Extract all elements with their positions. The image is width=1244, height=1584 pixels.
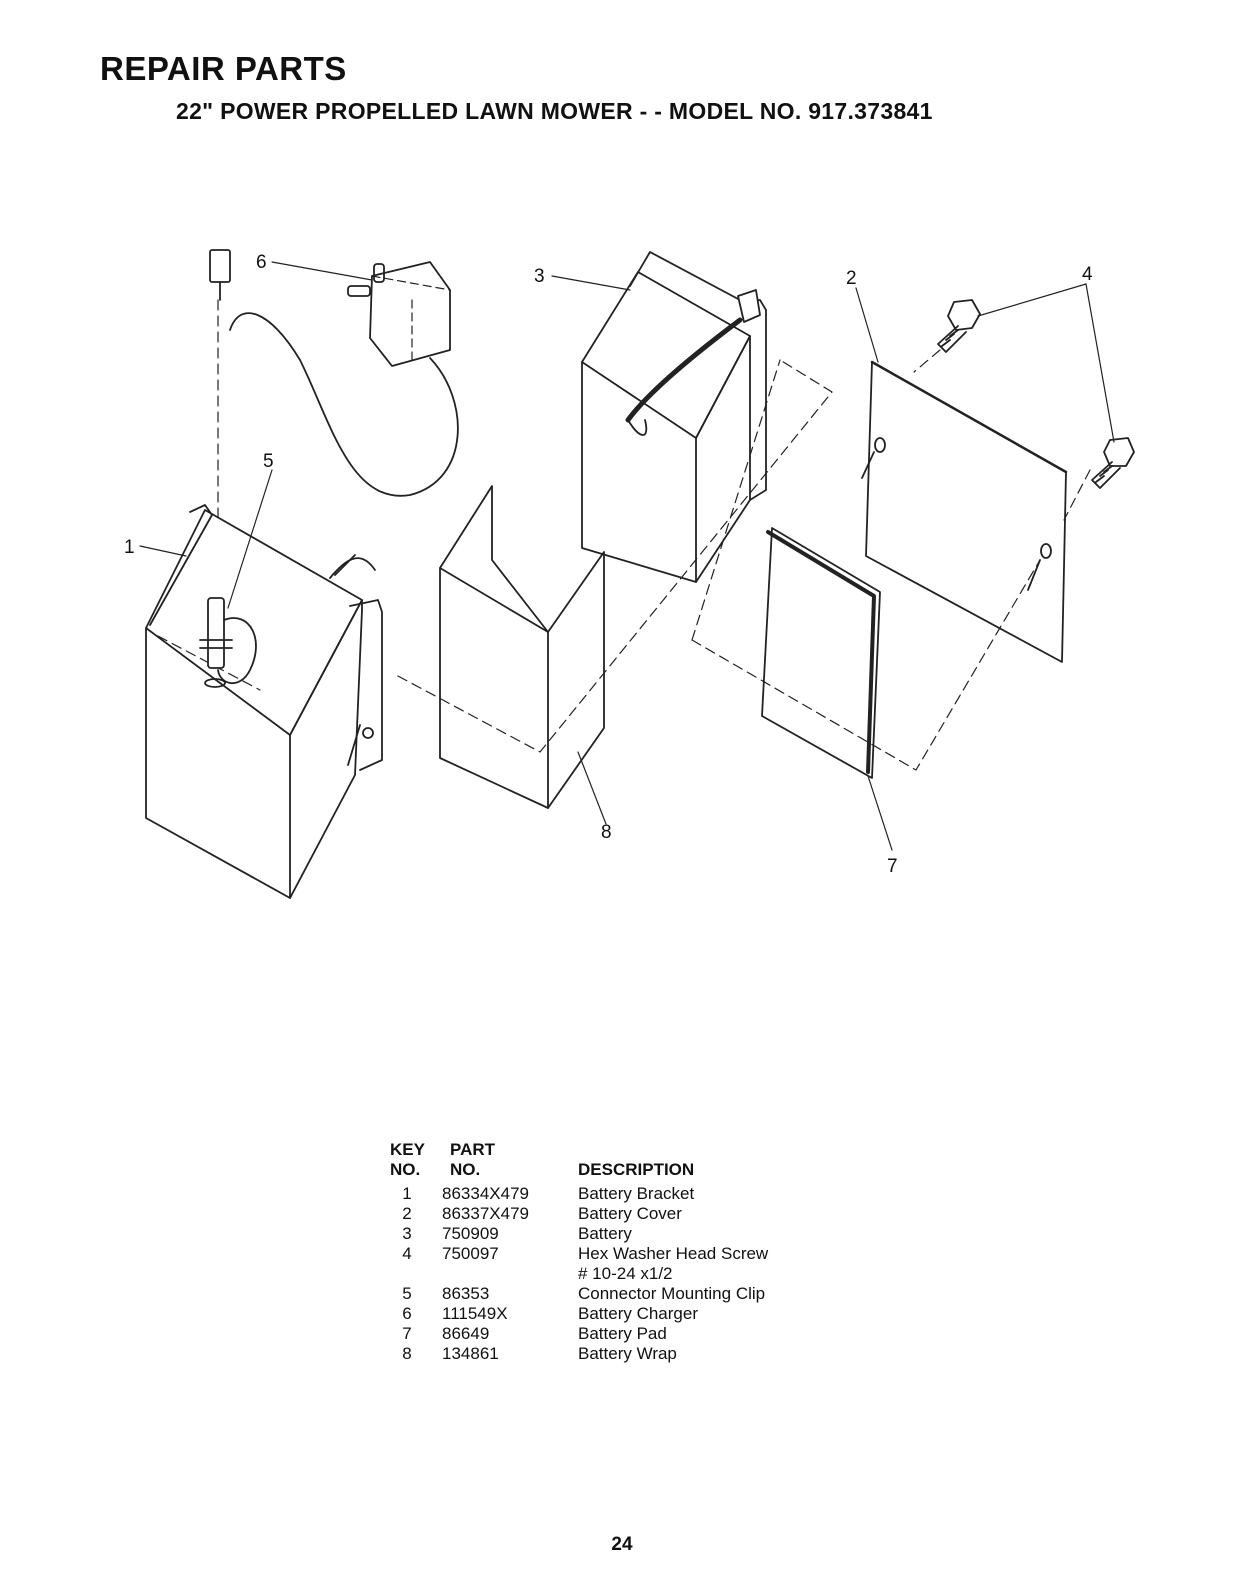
battery-pad-drawing (761, 527, 881, 779)
header-key: KEY (390, 1140, 425, 1159)
callout-8: 8 (601, 822, 612, 843)
battery-charger-drawing (209, 249, 459, 497)
battery-drawing (581, 251, 767, 583)
callout-6: 6 (256, 252, 267, 273)
header-key-no: NO. (390, 1160, 421, 1179)
callout-2: 2 (846, 268, 857, 289)
screw-drawing (937, 299, 1135, 489)
exploded-parts-diagram: 1 2 3 4 5 6 7 8 (124, 249, 1135, 899)
callout-1: 1 (124, 537, 135, 558)
callout-3: 3 (534, 266, 545, 287)
header-description: DESCRIPTION (578, 1160, 695, 1179)
callout-4: 4 (1082, 264, 1093, 285)
battery-wrap-drawing (439, 485, 605, 809)
callout-7: 7 (887, 856, 898, 877)
connector-clip-drawing (199, 597, 257, 685)
header-part-no: NO. (450, 1160, 481, 1179)
battery-bracket-drawing (145, 504, 383, 899)
header-part: PART (450, 1140, 496, 1159)
callout-5: 5 (263, 451, 274, 472)
battery-cover-drawing (861, 360, 1068, 663)
page-subtitle: 22" POWER PROPELLED LAWN MOWER - - MODEL… (176, 98, 933, 124)
page-number: 24 (611, 1534, 633, 1555)
page-title: REPAIR PARTS (100, 50, 347, 87)
